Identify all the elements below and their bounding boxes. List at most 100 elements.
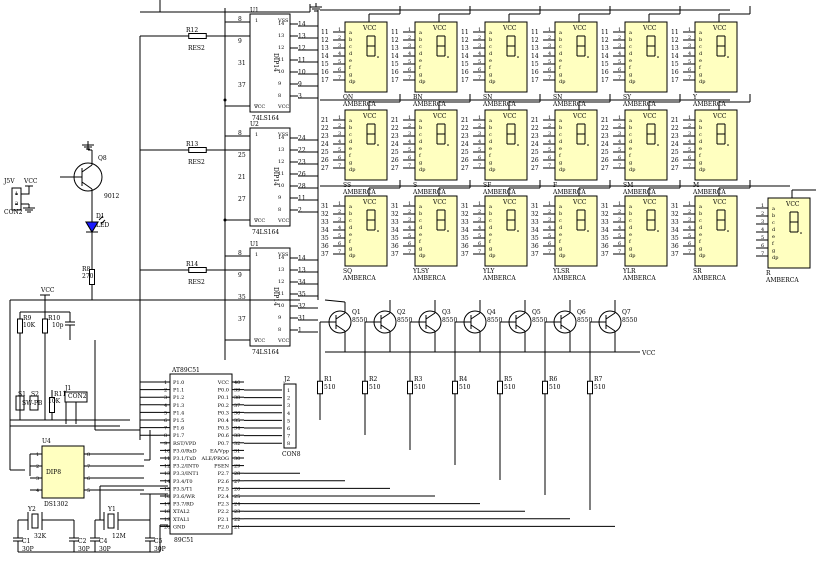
pin-number: 10 [298,69,306,76]
display-pin-index: 4 [618,139,621,145]
transistor-part: 8550 [397,317,412,324]
resistor-r10 [42,318,48,334]
segment-letter: dp [629,167,635,173]
led-ray [98,215,104,221]
left-vcc: VCC [40,287,55,294]
mcu-pin-name: PSEN [214,464,229,470]
pin-number: 10 [278,183,284,189]
display-pin-number: 14 [461,53,469,60]
display-pin-index: 1 [408,115,411,121]
segment-letter: c [349,132,352,138]
pin-number: 26 [298,171,306,178]
segment-letter: e [489,58,492,64]
display-vcc: VCC [712,113,727,120]
display-pin-number: 15 [601,61,609,68]
s1-ref: S1 [18,391,26,398]
display-pin-number: 17 [391,77,399,84]
package-label: DIP14 [272,167,279,186]
display-pin-index: 6 [338,67,341,73]
display-pin-index: 3 [408,43,411,49]
display-pin-index: 6 [408,67,411,73]
mcu-pin-name: XTAL1 [173,517,190,523]
transistor-collector [380,312,391,320]
segment-letter: b [489,37,492,43]
seven-segment-display [484,109,528,181]
display-pin-number: 32 [671,211,679,218]
display-pin-index: 2 [548,123,551,129]
segment-letter: c [559,44,562,50]
display-pin-index: 6 [338,155,341,161]
display-label: F [553,182,557,189]
junction [223,98,227,102]
mcu-pin-name: P2.4 [218,494,229,500]
pin-number: 1 [255,132,258,138]
display-vcc: VCC [572,25,587,32]
segment-letter: a [419,118,422,124]
pin-number: 8 [278,327,281,333]
display-pin-number: 22 [461,125,469,132]
display-pin-index: 6 [688,241,691,247]
display-pin-index: 1 [761,203,764,209]
display-sub: AMBERCA [552,275,586,282]
mcu-pin-number: 8 [164,433,167,439]
transistor-ref: Q1 [352,309,361,316]
junction [223,218,227,222]
segment-letter: a [489,204,492,210]
mcu-pin-number: 22 [234,517,240,523]
display-pin-index: 7 [618,163,621,169]
resistor-value: 510 [504,384,516,391]
display-pin-index: 5 [408,147,411,153]
vcc-label: VCC [253,104,265,110]
display-pin-index: 7 [761,251,764,257]
y2-ref: Y2 [27,506,36,513]
mcu-pin-name: P1.4 [173,410,184,416]
pin-number: 12 [278,279,284,285]
pin-number: 35 [238,294,246,301]
display-pin-number: 14 [671,53,679,60]
display-pin-index: 5 [408,59,411,65]
cap-ref: C5 [154,538,163,545]
seven-segment-display [767,197,811,269]
pin-number: 14 [298,21,306,28]
transistor-part: 8550 [622,317,637,324]
display-pin-number: 35 [391,235,399,242]
mcu-pin-number: 7 [164,426,167,432]
y1-ref: Y1 [107,506,116,513]
shift-register-part: 74LS164 [252,349,279,356]
segment-letter: f [699,65,702,71]
display-pin-number: 13 [391,45,399,52]
display-pin-index: 7 [688,249,691,255]
display-pin-number: 33 [391,219,399,226]
display-pin-number: 24 [671,141,679,148]
display-pin-index: 3 [338,217,341,223]
seven-segment-display [624,21,668,93]
y2-value: 32K [34,533,47,540]
segment-letter: f [419,65,422,71]
segment-letter: d [699,51,703,57]
display-pin-number: 27 [461,165,469,172]
display-pin-index: 7 [618,249,621,255]
display-pin-number: 13 [601,45,609,52]
display-pin-number: 37 [531,251,539,258]
display-pin-index: 5 [478,59,481,65]
resistor-value: RES2 [188,45,205,52]
display-pin-number: 37 [671,251,679,258]
segment-letter: a [559,204,562,210]
transistor-collector [81,164,93,173]
display-pin-index: 2 [548,35,551,41]
mcu-pin-name: P2.0 [218,524,229,530]
display-pin-index: 5 [548,147,551,153]
segment-letter: a [699,118,702,124]
mcu-pin-name: P0.0 [218,388,229,394]
segment-letter: dp [349,167,355,173]
transistor-part: 8550 [487,317,502,324]
seven-segment-display [694,109,738,181]
segment-letter: e [419,58,422,64]
segment-letter: e [419,232,422,238]
mcu-pin-number: 28 [234,471,240,477]
display-sub: AMBERCA [482,189,516,196]
decimal-point [377,230,379,232]
segment-letter: g [489,160,493,166]
display-pin-index: 4 [548,225,551,231]
display-pin-index: 3 [618,217,621,223]
